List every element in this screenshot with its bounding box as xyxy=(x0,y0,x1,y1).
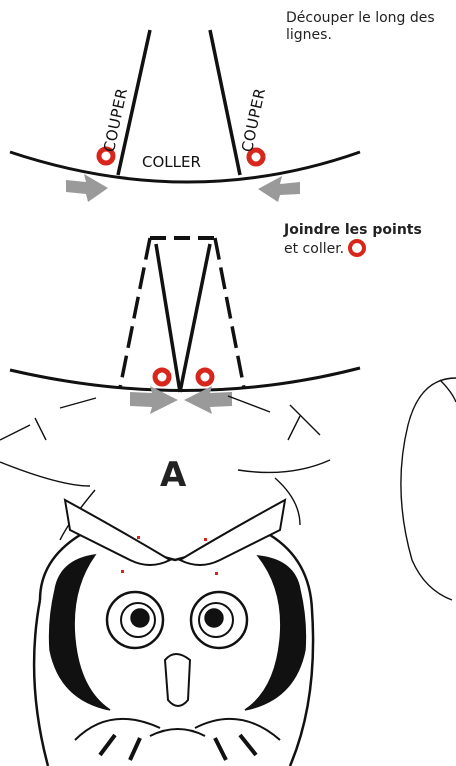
cut-line-right xyxy=(210,30,240,175)
join-instruction-rest: et coller. xyxy=(284,241,344,257)
owl-template xyxy=(0,396,330,766)
join-instruction-bold: Joindre les points xyxy=(284,222,422,238)
dot-icon xyxy=(348,239,366,257)
glue-dot-3 xyxy=(155,370,169,384)
arrow-right-icon xyxy=(258,176,300,202)
cut-instruction: Découper le long des lignes. xyxy=(286,10,446,44)
arrow-left-icon xyxy=(66,174,108,202)
piece-label: A xyxy=(160,455,186,495)
join-instruction: Joindre les points et coller. xyxy=(284,222,456,258)
glue-label: COLLER xyxy=(142,153,201,171)
second-piece-outline xyxy=(401,378,456,600)
glue-dot-4 xyxy=(198,370,212,384)
